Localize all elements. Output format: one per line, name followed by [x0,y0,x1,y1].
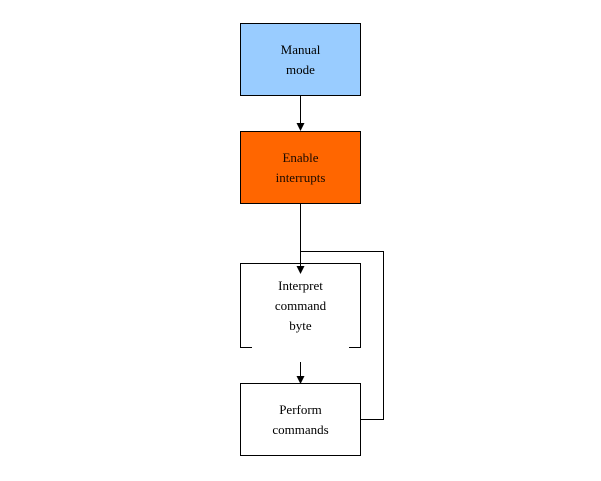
perform-label-line-2: commands [272,421,329,437]
interpret-label-line-2: command [274,297,327,313]
interpret-label-line-3: byte [289,317,312,333]
manual-mode-box: Manual mode [240,23,361,96]
perform-commands-box: Perform commands [240,383,361,456]
interpret-command-byte-box: Interpret command byte [240,263,361,348]
enable-interrupts-label-line-1: Enable [282,149,319,165]
manual-mode-label-line-2: mode [286,61,315,77]
enable-interrupts-box: Enable interrupts [240,131,361,204]
enable-interrupts-label-line-2: interrupts [275,169,326,185]
interpret-label-line-1: Interpret [278,277,323,293]
perform-label-line-1: Perform [279,401,322,417]
manual-mode-label-line-1: Manual [280,41,321,57]
